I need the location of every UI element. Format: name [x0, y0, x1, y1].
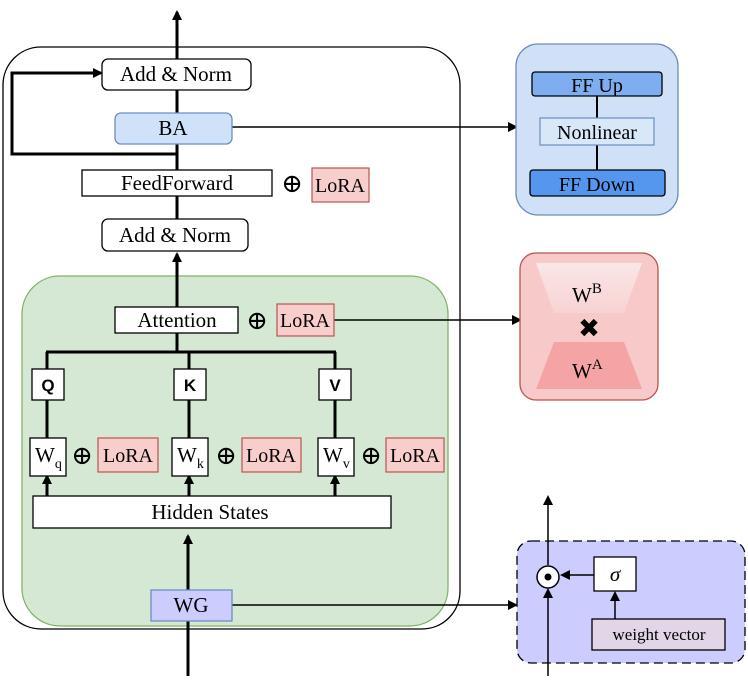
q-label: Q — [41, 376, 54, 395]
v-box — [318, 368, 352, 401]
attention-region — [21, 275, 449, 627]
wa-trapezoid — [536, 342, 642, 389]
wk-box — [171, 437, 209, 477]
oplus-ff: ⊕ — [281, 169, 303, 198]
hidden-states-box — [32, 495, 392, 529]
v-label: V — [329, 376, 341, 395]
add-norm-mid-label: Add & Norm — [119, 223, 231, 247]
lora-ff-label: LoRA — [315, 175, 366, 197]
times-icon: ✖ — [578, 314, 600, 344]
nonlinear-label: Nonlinear — [557, 122, 637, 144]
k-box — [173, 368, 207, 401]
wa-label: WA — [572, 357, 603, 383]
sigma-label: σ — [610, 562, 622, 586]
transformer-block — [2, 46, 461, 630]
nonlinear-box — [539, 117, 655, 146]
feedforward-box — [81, 169, 273, 197]
ff-up-box — [531, 71, 663, 97]
attention-label: Attention — [137, 308, 217, 332]
lora-attn-box — [276, 303, 335, 337]
lora-v-label: LoRA — [390, 445, 441, 467]
ba-label: BA — [158, 116, 188, 140]
k-label: K — [184, 376, 197, 395]
wb-trapezoid — [536, 263, 642, 313]
wq-label: Wq — [35, 443, 62, 472]
oplus-q: ⊕ — [71, 441, 93, 470]
weight-vector-box — [591, 618, 726, 651]
lora-ff-box — [311, 167, 370, 203]
lora-k-label: LoRA — [246, 445, 297, 467]
ff-up-label: FF Up — [571, 75, 623, 97]
wv-label: Wv — [323, 443, 350, 472]
ba-box — [114, 112, 233, 145]
oplus-v: ⊕ — [360, 441, 382, 470]
ff-down-box — [529, 169, 666, 197]
wg-label: WG — [174, 593, 209, 617]
wk-label: Wk — [177, 443, 204, 472]
oplus-k: ⊕ — [215, 441, 237, 470]
lora-attn-label: LoRA — [280, 310, 331, 332]
lora-v-box — [385, 437, 445, 473]
q-box — [31, 368, 65, 401]
wb-label: WB — [572, 281, 602, 307]
ff-down-label: FF Down — [559, 174, 635, 196]
weight-vector-label: weight vector — [613, 625, 706, 644]
sigma-box — [593, 556, 637, 592]
odot-dot — [544, 573, 552, 581]
wq-box — [29, 437, 67, 477]
add-norm-top-box — [101, 58, 252, 91]
oplus-attn: ⊕ — [246, 306, 268, 335]
add-norm-mid-box — [101, 218, 249, 252]
add-norm-top-label: Add & Norm — [120, 62, 232, 86]
lora-q-label: LoRA — [103, 445, 154, 467]
attention-box — [114, 306, 239, 334]
lora-q-box — [97, 437, 159, 473]
residual-line — [10, 68, 177, 156]
lora-k-box — [241, 437, 302, 473]
wv-box — [317, 437, 355, 477]
hidden-states-label: Hidden States — [151, 500, 268, 524]
feedforward-label: FeedForward — [121, 171, 233, 195]
wg-box — [150, 589, 233, 622]
